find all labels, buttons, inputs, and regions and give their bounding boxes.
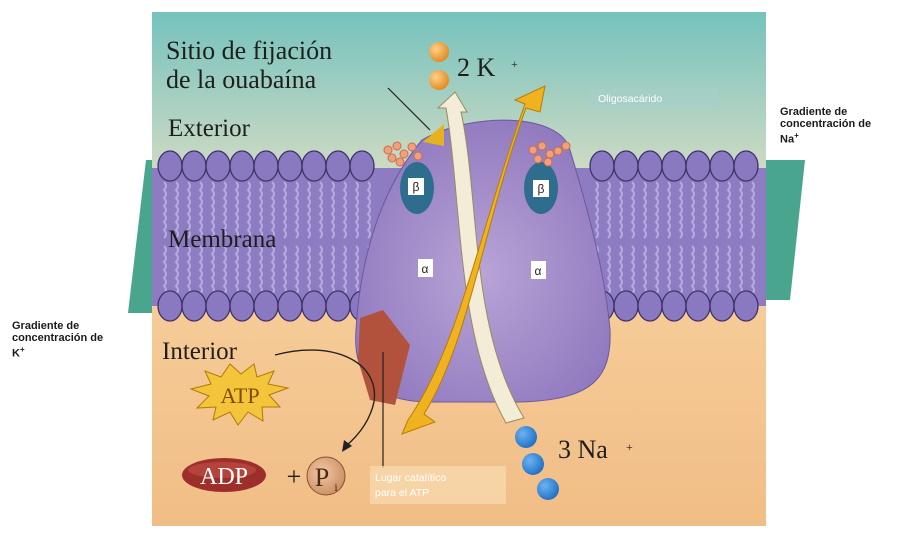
sodium-ion	[537, 478, 559, 500]
lipid-head	[206, 291, 230, 321]
ouabain-site-label-line2: de la ouabaína	[166, 65, 317, 94]
k-gradient-line1: Gradiente de	[12, 320, 103, 332]
lipid-head	[590, 151, 614, 181]
alpha-label-left: α	[422, 262, 429, 276]
k-gradient-band	[128, 160, 152, 313]
lipid-head	[734, 151, 758, 181]
lipid-head	[638, 291, 662, 321]
beta-label-right: β	[538, 182, 545, 196]
lipid-head	[206, 151, 230, 181]
na-gradient-line1: Gradiente de	[780, 106, 871, 118]
na-gradient-line3-wrap: Na+	[780, 130, 871, 146]
lipid-head	[686, 151, 710, 181]
atp-label: ATP	[220, 383, 259, 408]
catalytic-label-line1: Lugar catalítico	[375, 472, 446, 484]
lipid-head	[710, 151, 734, 181]
k-gradient-line3-wrap: K+	[12, 344, 103, 360]
potassium-label: 2 K	[457, 53, 496, 82]
exterior-label: Exterior	[168, 115, 251, 142]
sodium-ion	[522, 453, 544, 475]
na-gradient-line2: concentración de	[780, 118, 871, 130]
lipid-head	[326, 151, 350, 181]
phosphate-label: P	[315, 463, 329, 492]
na-gradient-line3: Na	[780, 134, 794, 146]
lipid-head	[614, 151, 638, 181]
potassium-charge: +	[511, 57, 518, 71]
lipid-head	[230, 291, 254, 321]
k-gradient-line2: concentración de	[12, 332, 103, 344]
catalytic-label-line2: para el ATP	[375, 487, 429, 499]
lipid-head	[158, 291, 182, 321]
na-gradient-label: Gradiente de concentración de Na+	[780, 106, 871, 146]
membrane-label: Membrana	[168, 226, 276, 253]
adp-label: ADP	[200, 464, 248, 490]
lipid-head	[302, 151, 326, 181]
alpha-label-right: α	[535, 264, 542, 278]
lipid-head	[230, 151, 254, 181]
ouabain-site-label-line1: Sitio de fijación	[166, 36, 332, 65]
lipid-head	[326, 291, 350, 321]
lipid-head	[638, 151, 662, 181]
lipid-head	[254, 151, 278, 181]
k-gradient-sup: +	[20, 345, 25, 354]
lipid-head	[662, 291, 686, 321]
lipid-head	[662, 151, 686, 181]
lipid-head	[254, 291, 278, 321]
lipid-head	[278, 151, 302, 181]
lipid-head	[302, 291, 326, 321]
lipid-head	[710, 291, 734, 321]
lipid-head	[614, 291, 638, 321]
na-gradient-band	[762, 160, 805, 300]
sodium-charge: +	[626, 440, 633, 454]
lipid-head	[182, 291, 206, 321]
potassium-ion	[429, 42, 449, 62]
lipid-head	[158, 151, 182, 181]
sodium-label: 3 Na	[558, 435, 608, 464]
lipid-head	[734, 291, 758, 321]
lipid-head	[350, 151, 374, 181]
lipid-head	[182, 151, 206, 181]
plus-sign: +	[287, 462, 302, 491]
k-gradient-label: Gradiente de concentración de K+	[12, 320, 103, 360]
oligosaccharide-label: Oligosacárido	[598, 93, 662, 105]
beta-label-left: β	[413, 180, 420, 194]
lipid-head	[686, 291, 710, 321]
na-gradient-sup: +	[794, 131, 799, 140]
sodium-ion	[515, 426, 537, 448]
lipid-head	[278, 291, 302, 321]
interior-label: Interior	[162, 338, 238, 365]
potassium-ion	[429, 70, 449, 90]
k-gradient-line3: K	[12, 348, 20, 360]
